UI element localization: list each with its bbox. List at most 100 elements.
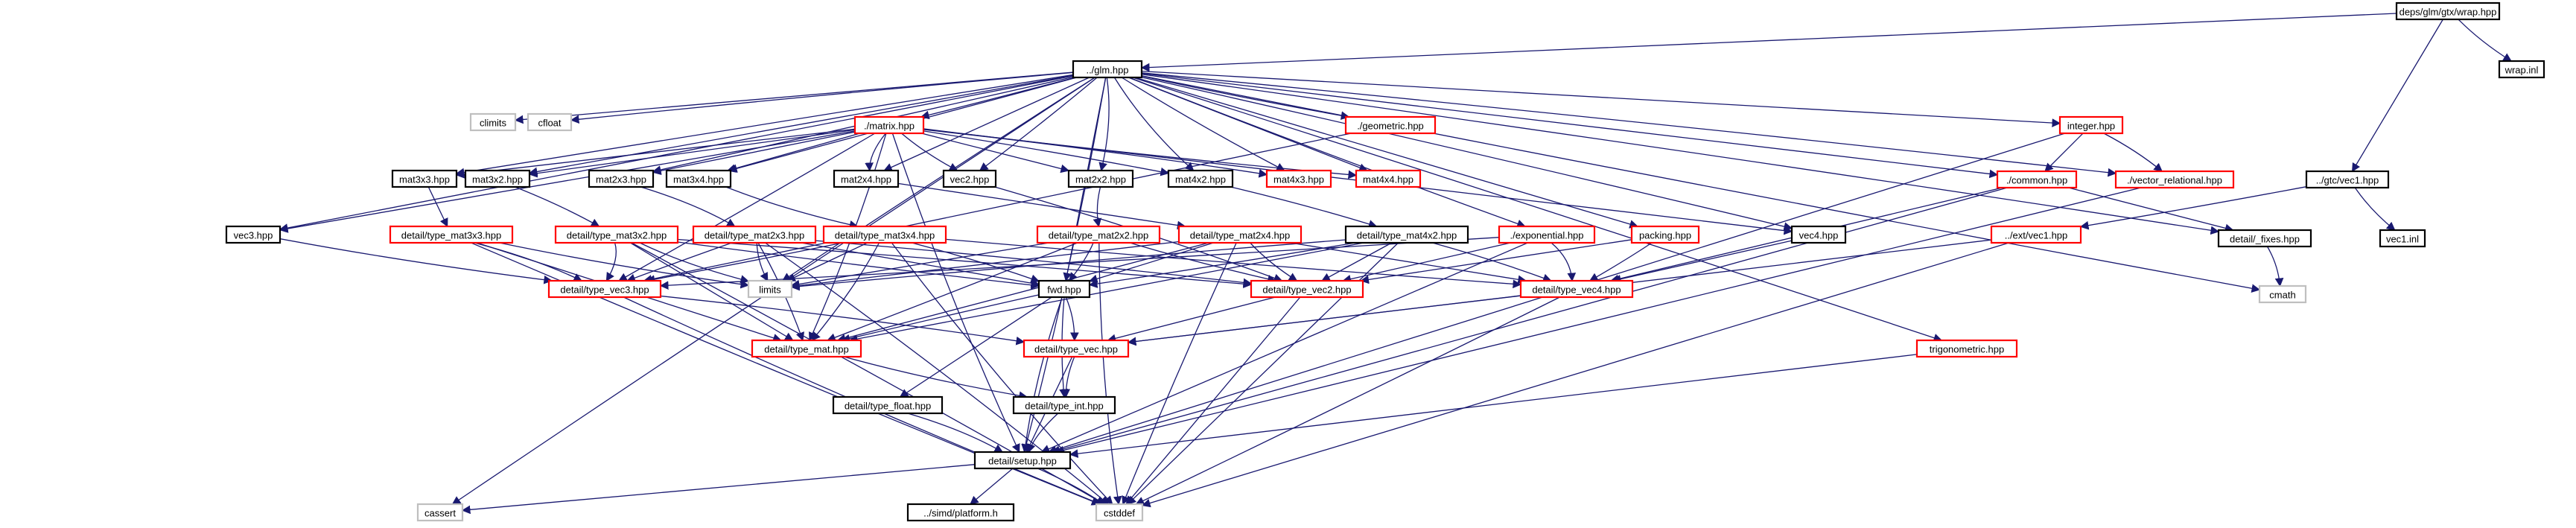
node-label-type_vec4_hpp: detail/type_vec4.hpp [1532,284,1621,296]
node-box-glm_hpp [1072,60,1143,79]
edge-matrix_hpp-to-mat3x4_hpp [726,133,861,173]
node-box-platform_h [906,503,1015,522]
node-box-setup_hpp [973,451,1072,470]
edge-type_mat2x4_hpp-to-type_mat_hpp [836,242,1209,343]
node-type_mat3x3_hpp[interactable]: detail/type_mat3x3.hpp [389,225,514,244]
node-mat3x2_hpp[interactable]: mat3x2.hpp [464,169,531,188]
node-box-mat4x2_hpp [1167,169,1234,188]
edge-glm_hpp-to-vector_relational_hpp [1141,72,2117,177]
node-type_vec3_hpp[interactable]: detail/type_vec3.hpp [547,279,662,299]
edge-type_mat2x3_hpp-to-fwd_hpp [801,242,1040,287]
node-fixes_hpp[interactable]: detail/_fixes.hpp [2217,229,2312,248]
edge-matrix_hpp-to-type_vec3_hpp [618,133,876,282]
node-label-common_hpp: ./common.hpp [2006,175,2067,186]
node-vec2_hpp[interactable]: vec2.hpp [942,169,997,188]
node-platform_h[interactable]: ../simd/platform.h [906,503,1015,522]
edge-type_vec2_hpp-to-cstddef [1125,296,1301,505]
node-box-geometric_hpp [1344,115,1437,135]
edge-glm_hpp-to-mat3x2_hpp [528,74,1074,176]
node-label-packing_hpp: packing.hpp [1639,230,1691,241]
node-type_mat_hpp[interactable]: detail/type_mat.hpp [751,339,862,358]
node-label-type_float_hpp: detail/type_float.hpp [845,401,931,412]
node-wrap_inl[interactable]: wrap.inl [2498,60,2545,79]
node-box-limits [747,279,793,299]
edge-glm_hpp-to-limits [781,77,1095,282]
node-geometric_hpp[interactable]: ./geometric.hpp [1344,115,1437,135]
edge-geometric_hpp-to-type_vec3_hpp [643,133,1352,284]
edge-type_mat2x2_hpp-to-limits [790,242,1049,289]
node-label-vec1_inl: vec1.inl [2386,234,2419,245]
edge-type_mat2x4_hpp-to-cstddef [1122,242,1237,506]
node-mat2x3_hpp[interactable]: mat2x3.hpp [588,169,655,188]
edge-type_mat3x4_hpp-to-type_vec3_hpp [646,242,843,284]
node-type_mat3x2_hpp[interactable]: detail/type_mat3x2.hpp [554,225,679,244]
node-box-ext_vec1_hpp [1990,225,2082,244]
node-type_float_hpp[interactable]: detail/type_float.hpp [832,395,944,415]
node-type_vec2_hpp[interactable]: detail/type_vec2.hpp [1250,279,1364,299]
node-packing_hpp[interactable]: packing.hpp [1630,225,1700,244]
edge-glm_hpp-to-geometric_hpp [1141,75,1350,120]
node-box-cfloat [527,112,573,132]
node-box-type_mat2x4_hpp [1177,225,1303,244]
node-trigonometric_hpp[interactable]: trigonometric.hpp [1915,339,2018,358]
edge-type_mat2x3_hpp-to-type_vec3_hpp [626,242,732,282]
edge-type_mat3x2_hpp-to-limits [639,242,750,284]
node-mat3x4_hpp[interactable]: mat3x4.hpp [665,169,732,188]
node-label-type_mat2x2_hpp: detail/type_mat2x2.hpp [1049,230,1148,241]
node-matrix_hpp[interactable]: ./matrix.hpp [853,115,925,135]
node-exponential_hpp[interactable]: ./exponential.hpp [1498,225,1596,244]
node-type_vec4_hpp[interactable]: detail/type_vec4.hpp [1519,279,1634,299]
node-integer_hpp[interactable]: integer.hpp [2058,115,2124,135]
node-ext_vec1_hpp[interactable]: ../ext/vec1.hpp [1990,225,2082,244]
node-box-cmath [2258,284,2307,304]
node-mat4x2_hpp[interactable]: mat4x2.hpp [1167,169,1234,188]
node-vec4_hpp[interactable]: vec4.hpp [1790,225,1847,244]
node-type_int_hpp[interactable]: detail/type_int.hpp [1012,395,1116,415]
node-mat2x2_hpp[interactable]: mat2x2.hpp [1067,169,1134,188]
node-type_mat4x2_hpp[interactable]: detail/type_mat4x2.hpp [1344,225,1469,244]
node-mat3x3_hpp[interactable]: mat3x3.hpp [391,169,458,188]
node-vec1_inl[interactable]: vec1.inl [2379,229,2426,248]
edge-ext_vec1_hpp-to-cstddef [1141,242,2009,508]
node-box-mat3x3_hpp [391,169,458,188]
node-type_mat2x4_hpp[interactable]: detail/type_mat2x4.hpp [1177,225,1303,244]
node-vec3_hpp[interactable]: vec3.hpp [225,225,282,244]
edge-type_vec4_hpp-to-type_vec_hpp [1127,295,1521,346]
edge-matrix_hpp-to-vec3_hpp [279,130,856,233]
node-type_vec_hpp[interactable]: detail/type_vec.hpp [1023,339,1130,358]
node-mat2x4_hpp[interactable]: mat2x4.hpp [833,169,900,188]
node-mat4x3_hpp[interactable]: mat4x3.hpp [1265,169,1332,188]
edge-type_mat2x2_hpp-to-type_vec2_hpp [1130,242,1276,284]
node-vector_relational_hpp[interactable]: ./vector_relational.hpp [2114,170,2235,189]
node-label-gtc_vec1_hpp: ../gtc/vec1.hpp [2316,175,2379,186]
node-box-common_hpp [1996,170,2078,189]
node-label-mat2x2_hpp: mat2x2.hpp [1075,174,1126,185]
node-type_mat2x2_hpp[interactable]: detail/type_mat2x2.hpp [1036,225,1161,244]
edge-mat3x2_hpp-to-type_mat3x2_hpp [515,186,600,227]
node-common_hpp[interactable]: ./common.hpp [1996,170,2078,189]
node-glm_hpp[interactable]: ../glm.hpp [1072,60,1143,79]
edge-fwd_hpp-to-type_mat_hpp [841,294,1040,343]
edge-type_mat4x2_hpp-to-type_vec4_hpp [1432,242,1552,282]
edge-glm_hpp-to-mat2x4_hpp [883,77,1090,171]
node-fwd_hpp[interactable]: fwd.hpp [1037,279,1091,299]
node-label-type_vec3_hpp: detail/type_vec3.hpp [560,284,649,296]
node-label-mat2x4_hpp: mat2x4.hpp [841,174,891,185]
edge-fwd_hpp-to-type_vec_hpp [1065,296,1079,342]
edge-common_hpp-to-fixes_hpp [2068,187,2234,233]
node-box-vec2_hpp [942,169,997,188]
edge-type_mat2x2_hpp-to-type_mat_hpp [827,242,1078,342]
edge-glm_hpp-to-mat4x3_hpp [1121,77,1285,171]
node-gtc_vec1_hpp[interactable]: ../gtc/vec1.hpp [2305,170,2390,189]
edges-layer [279,13,2512,515]
edge-type_mat2x4_hpp-to-fwd_hpp [1088,242,1214,283]
node-setup_hpp[interactable]: detail/setup.hpp [973,451,1072,470]
node-type_mat3x4_hpp[interactable]: detail/type_mat3x4.hpp [822,225,947,244]
node-label-type_vec_hpp: detail/type_vec.hpp [1034,344,1118,355]
node-label-type_mat3x2_hpp: detail/type_mat3x2.hpp [567,230,667,241]
node-mat4x4_hpp[interactable]: mat4x4.hpp [1355,169,1422,188]
node-type_mat2x3_hpp[interactable]: detail/type_mat2x3.hpp [692,225,817,244]
edge-type_mat2x4_hpp-to-type_vec2_hpp [1250,242,1298,282]
node-label-cstddef: cstddef [1104,508,1135,519]
edge-type_mat3x4_hpp-to-fwd_hpp [912,242,1040,283]
